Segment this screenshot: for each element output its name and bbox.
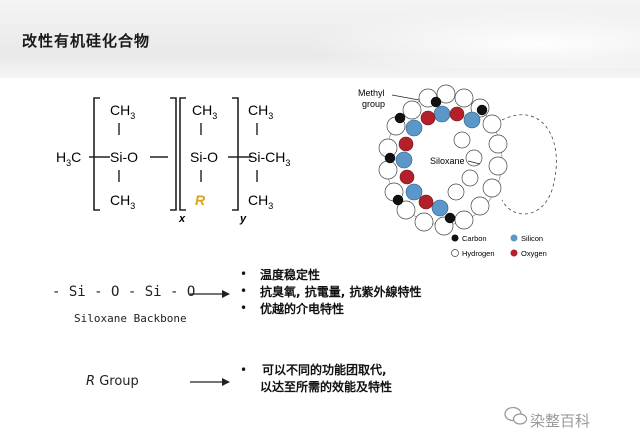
r-group-word: Group [99, 374, 139, 389]
h-letter: H [56, 149, 66, 165]
silicon-atom [405, 119, 423, 137]
unit1-bottom: CH3 [110, 192, 135, 211]
r-group-arrow [190, 378, 230, 386]
unit1-subscript: x [178, 213, 186, 225]
property-item: 温度稳定性 [238, 266, 421, 284]
hydrogen-atom [447, 183, 465, 201]
carbon-atom [384, 152, 396, 164]
chain-continuation [501, 114, 557, 215]
r-group-description: • 可以不同的功能团取代, 以达至所需的效能及特性 [238, 362, 392, 396]
methyl-label-line1: Methyl [358, 88, 385, 98]
property-item: 抗臭氧, 抗電量, 抗紫外線特性 [238, 283, 421, 301]
legend-silicon-label: Silicon [521, 234, 543, 243]
oxygen-atom [420, 110, 436, 126]
bullet: • [240, 363, 248, 377]
unit2-mid: Si-O [190, 149, 218, 165]
hydrogen-atom [396, 200, 416, 220]
page-title: 改性有机硅化合物 [22, 32, 151, 50]
silicon-atom [431, 199, 449, 217]
silicon-backbone [395, 105, 481, 217]
arrow-head [222, 378, 230, 386]
r-desc-line1: 可以不同的功能团取代, [262, 363, 387, 377]
hydrogen-atom [461, 169, 479, 187]
carbon-atoms [384, 96, 488, 224]
oxygen-atom [418, 194, 434, 210]
backbone-arrow [190, 290, 230, 298]
hydrogen-atom [482, 178, 502, 198]
formula-left-group: H3C [56, 149, 81, 168]
sub-3: 3 [66, 158, 71, 168]
bracket-unit1 [93, 97, 177, 211]
legend-oxygen-label: Oxygen [521, 249, 547, 258]
hydrogen-atom [402, 100, 422, 120]
unit1-mid: Si-O [110, 149, 138, 165]
hydrogen-atom [414, 212, 434, 232]
atom-legend: Carbon Silicon Hydrogen Oxygen [451, 234, 547, 258]
end-top: CH3 [248, 102, 273, 121]
header-highlight [300, 8, 640, 68]
backbone-label: Siloxane Backbone [74, 312, 187, 325]
hydrogen-atom [378, 160, 398, 180]
siloxane-pointer [467, 160, 481, 165]
hydrogen-shell [378, 84, 508, 236]
end-bottom: CH3 [248, 192, 273, 211]
hydrogen-atom [482, 114, 502, 134]
silicon-atom [395, 151, 413, 169]
hydrogen-atom [470, 196, 490, 216]
hydrogen-atom [454, 88, 474, 108]
unit2-r-group: R [195, 192, 206, 208]
watermark-text: 染整百科 [530, 412, 591, 430]
legend-oxygen-swatch [510, 249, 518, 257]
carbon-atom [394, 112, 406, 124]
molecule-ring [378, 84, 508, 236]
oxygen-atoms [398, 106, 465, 210]
bubble-small [512, 413, 528, 425]
wechat-icon [504, 406, 528, 425]
methyl-label-line2: group [362, 99, 385, 109]
arrow-head [222, 290, 230, 298]
oxygen-atom [398, 136, 414, 152]
end-mid: Si-CH3 [248, 149, 290, 168]
backbone-formula: - Si - O - Si - O [52, 284, 196, 300]
silicon-atom [463, 111, 481, 129]
oxygen-atom [449, 106, 465, 122]
silicon-atom [433, 105, 451, 123]
oxygen-atom [399, 169, 415, 185]
hydrogen-atom [488, 134, 508, 154]
legend-carbon-swatch [451, 234, 459, 242]
hydrogen-atom [453, 131, 471, 149]
r-symbol: R [86, 374, 96, 389]
hydrogen-atom [488, 156, 508, 176]
backbone-properties: 温度稳定性 抗臭氧, 抗電量, 抗紫外線特性 优越的介电特性 [238, 266, 421, 318]
unit2-subscript: y [239, 213, 247, 225]
r-group-label: R Group [86, 374, 139, 389]
structural-formula: H3C CH3 Si-O CH3 x CH3 Si-O R y CH3 Si-C… [56, 97, 290, 225]
header-band [0, 0, 640, 78]
unit1-top: CH3 [110, 102, 135, 121]
hydrogen-atom [454, 210, 474, 230]
legend-silicon-swatch [510, 234, 518, 242]
carbon-atom [392, 194, 404, 206]
silicon-atom [405, 183, 423, 201]
siloxane-center-label: Siloxane [430, 156, 465, 166]
siloxane-molecule-illustration: Methyl group [358, 84, 557, 258]
carbon-atom [476, 104, 488, 116]
hydrogen-atom [465, 149, 483, 167]
legend-hydrogen-swatch [451, 249, 459, 257]
carbon-atom [430, 96, 442, 108]
r-desc-line2: 以达至所需的效能及特性 [260, 380, 393, 394]
c-letter: C [71, 149, 81, 165]
property-item: 优越的介电特性 [238, 300, 421, 318]
legend-hydrogen-label: Hydrogen [462, 249, 495, 258]
carbon-atom [444, 212, 456, 224]
legend-carbon-label: Carbon [462, 234, 487, 243]
unit2-top: CH3 [192, 102, 217, 121]
bracket-unit2 [179, 97, 239, 211]
hydrogen-atom [436, 84, 456, 104]
